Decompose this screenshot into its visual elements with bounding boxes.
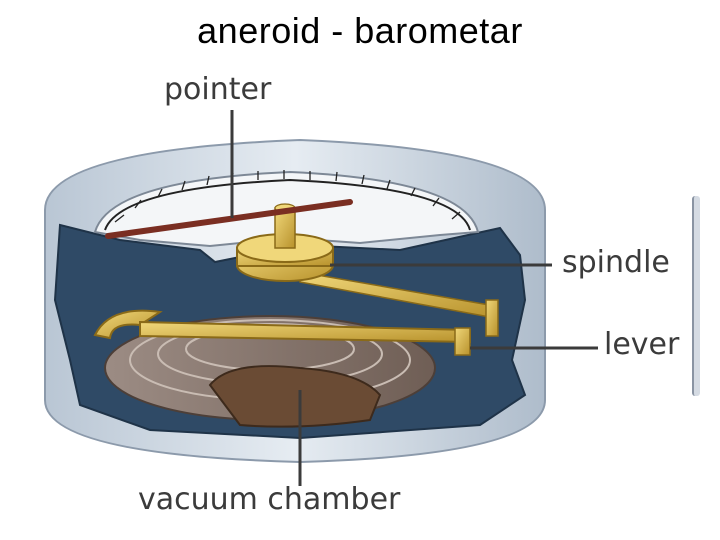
spindle-label: spindle xyxy=(562,245,670,280)
leader-lines xyxy=(230,110,598,486)
pointer-label: pointer xyxy=(164,72,272,107)
vacuum-chamber xyxy=(104,315,436,428)
spindle xyxy=(236,203,334,282)
lever-mechanism xyxy=(93,271,499,356)
partial-side-element xyxy=(692,196,700,396)
slide-title: aneroid - barometar xyxy=(197,10,523,51)
vacuum-chamber-label: vacuum chamber xyxy=(138,482,401,517)
pointer-needle xyxy=(105,199,353,239)
lever-label: lever xyxy=(604,327,680,362)
